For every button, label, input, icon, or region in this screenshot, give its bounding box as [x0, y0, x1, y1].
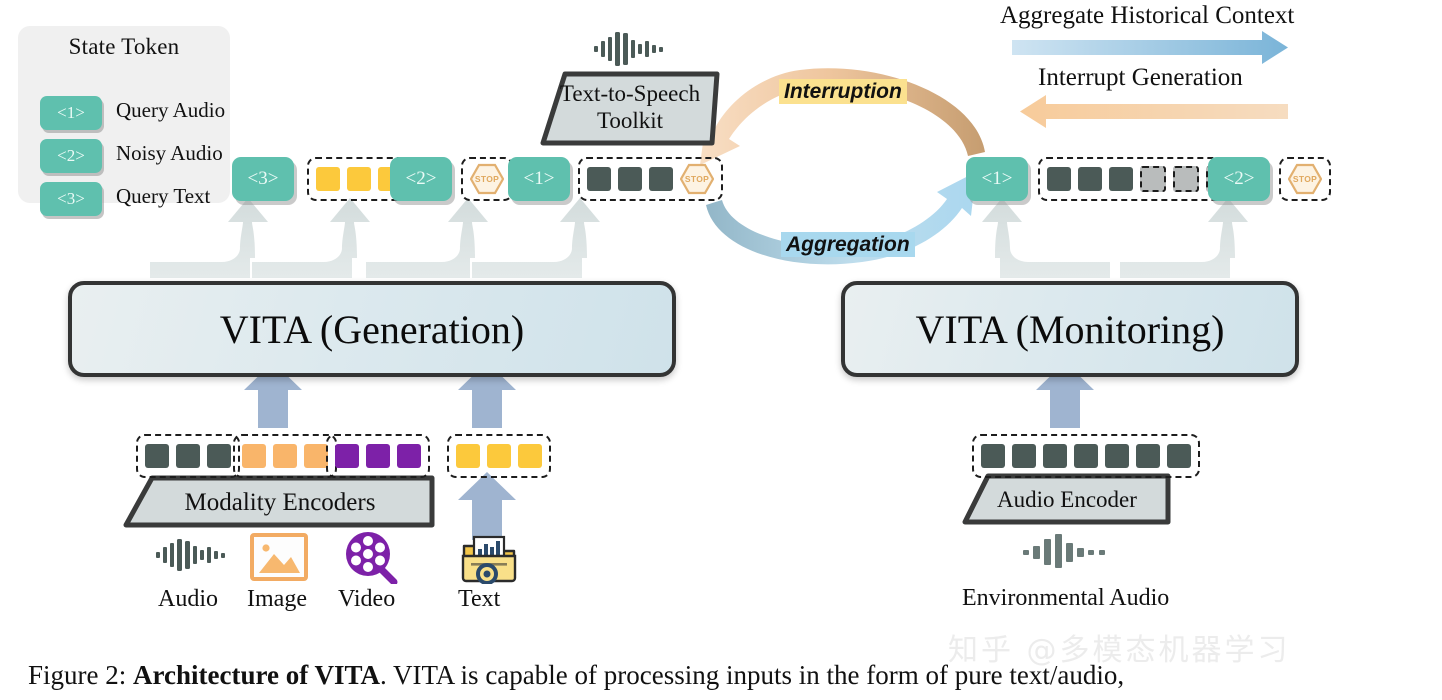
figure-caption: Figure 2: Architecture of VITA. VITA is …: [28, 660, 1124, 691]
modality-label-image: Image: [247, 586, 307, 612]
input-group-environmental-audio: [972, 434, 1200, 478]
tts-label-line1: Text-to-Speech: [559, 81, 701, 106]
legend-label-noisy-audio: Noisy Audio: [116, 141, 223, 165]
tts-label-line2: Toolkit: [596, 108, 664, 134]
legend-row-noisy-audio: <2> Noisy Audio: [40, 139, 223, 173]
tts-audio-waveform-icon: [592, 30, 666, 71]
audio-waveform-icon: [155, 538, 227, 577]
token-square-orange: [242, 444, 266, 468]
token-square-dark: [207, 444, 231, 468]
generation-audio-token-group: STOP: [578, 157, 723, 201]
modality-encoders-label: Modality Encoders: [184, 489, 376, 516]
legend-label-query-text: Query Text: [116, 184, 211, 208]
monitoring-token-arrows: [982, 198, 1248, 278]
token-square-dark: [1105, 444, 1129, 468]
stop-token-icon: STOP: [1288, 163, 1322, 195]
token-square-grey: [1173, 166, 1199, 192]
token-square-dark: [1136, 444, 1160, 468]
aggregate-context-arrow: [1012, 31, 1288, 64]
token-square-orange: [304, 444, 328, 468]
vita-monitoring-label: VITA (Monitoring): [915, 306, 1225, 352]
legend-row-query-audio: <1> Query Audio: [40, 96, 225, 130]
monitoring-state-token-2: <2>: [1208, 157, 1270, 201]
modality-label-audio: Audio: [158, 586, 218, 612]
vita-generation-box: VITA (Generation): [68, 281, 676, 377]
interrupt-generation-arrow: [1020, 95, 1288, 128]
token-square-purple: [397, 444, 421, 468]
token-square-yellow: [456, 444, 480, 468]
token-square-dark: [1012, 444, 1036, 468]
video-reel-icon: [344, 530, 398, 589]
token-square-dark: [1109, 167, 1133, 191]
legend-row-query-text: <3> Query Text: [40, 182, 210, 216]
watermark: 知乎 @多模态机器学习: [948, 633, 1291, 668]
token-square-orange: [273, 444, 297, 468]
stop-token-icon: STOP: [680, 163, 714, 195]
generation-token-arrows: [150, 198, 600, 278]
interruption-label: Interruption: [779, 79, 907, 104]
token-square-purple: [335, 444, 359, 468]
legend-label-query-audio: Query Audio: [116, 98, 226, 122]
input-group-audio: [136, 434, 240, 478]
aggregate-context-label: Aggregate Historical Context: [1000, 2, 1295, 29]
token-square-dark: [587, 167, 611, 191]
token-square-dark: [1074, 444, 1098, 468]
token-square-grey: [1140, 166, 1166, 192]
environmental-audio-label: Environmental Audio: [962, 585, 1170, 611]
token-square-yellow: [316, 167, 340, 191]
legend-title: State Token: [68, 34, 180, 59]
vita-monitoring-box: VITA (Monitoring): [841, 281, 1299, 377]
token-square-dark: [145, 444, 169, 468]
text-folder-icon: [461, 532, 517, 589]
caption-prefix: Figure 2:: [28, 660, 133, 690]
monitoring-state-token-1: <1>: [966, 157, 1028, 201]
legend-token-3: <3>: [40, 182, 102, 216]
legend-token-1: <1>: [40, 96, 102, 130]
image-picture-icon: [250, 533, 308, 586]
generation-state-token-3: <3>: [232, 157, 294, 201]
stop-token-icon: STOP: [470, 163, 504, 195]
generation-state-token-1: <1>: [508, 157, 570, 201]
input-group-text: [447, 434, 551, 478]
generation-stop-group-1: STOP: [461, 157, 513, 201]
token-square-dark: [649, 167, 673, 191]
vita-generation-label: VITA (Generation): [219, 306, 525, 352]
aggregation-label: Aggregation: [781, 232, 915, 257]
token-square-dark: [1043, 444, 1067, 468]
token-square-dark: [981, 444, 1005, 468]
token-square-dark: [176, 444, 200, 468]
token-square-dark: [1047, 167, 1071, 191]
modality-label-video: Video: [338, 586, 396, 612]
input-group-video: [326, 434, 430, 478]
audio-encoder-label: Audio Encoder: [997, 487, 1137, 512]
token-square-yellow: [487, 444, 511, 468]
legend-token-2: <2>: [40, 139, 102, 173]
token-square-dark: [618, 167, 642, 191]
monitoring-stop-group: STOP: [1279, 157, 1331, 201]
token-square-dark: [1167, 444, 1191, 468]
token-square-dark: [1078, 167, 1102, 191]
state-token-legend: State Token <1> Query Audio <2> Noisy Au…: [18, 26, 230, 216]
token-square-yellow: [518, 444, 542, 468]
generation-state-token-2: <2>: [390, 157, 452, 201]
environmental-audio-waveform-icon: [1022, 534, 1112, 573]
tts-toolkit-label: Text-to-Speech Toolkit: [546, 80, 714, 134]
interrupt-generation-label: Interrupt Generation: [1038, 64, 1243, 91]
token-square-yellow: [347, 167, 371, 191]
modality-label-text: Text: [458, 586, 501, 612]
caption-rest: . VITA is capable of processing inputs i…: [379, 660, 1125, 690]
input-group-image: [233, 434, 337, 478]
token-square-purple: [366, 444, 390, 468]
caption-bold: Architecture of VITA: [133, 660, 380, 690]
